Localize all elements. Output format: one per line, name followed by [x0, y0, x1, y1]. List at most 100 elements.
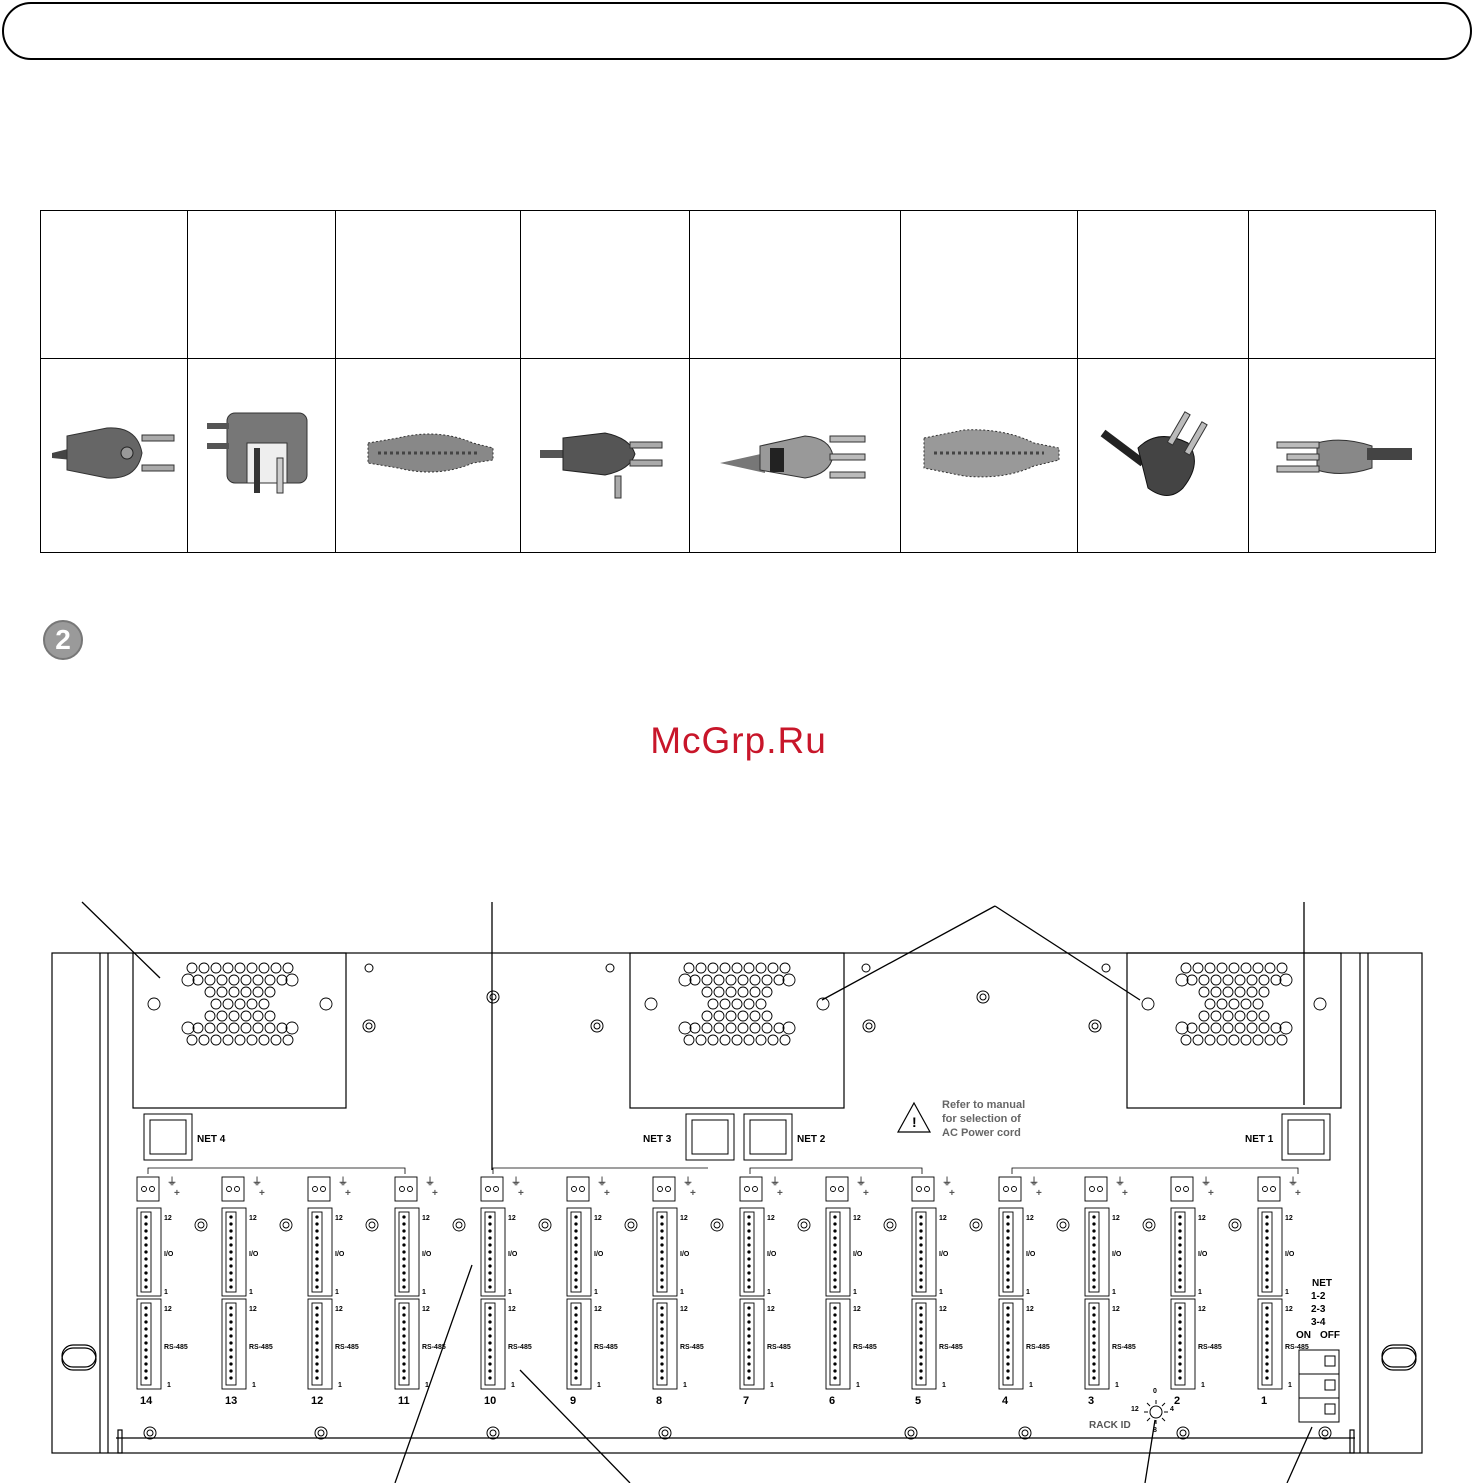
plus-symbol: + [432, 1188, 438, 1199]
pin-label-12: 12 [680, 1306, 688, 1313]
slot-number: 1 [1261, 1395, 1267, 1407]
io-card-column [221, 1176, 293, 1390]
pin-label-1: 1 [1288, 1382, 1292, 1389]
net-switch-title: NET [1312, 1278, 1332, 1289]
pin-label-12: 12 [594, 1306, 602, 1313]
ground-symbol: ⏚ [167, 1176, 177, 1188]
rs485-label: RS-485 [164, 1344, 188, 1351]
svg-text:!: ! [912, 1114, 917, 1130]
io-label: I/O [680, 1251, 690, 1258]
slot-number: 6 [829, 1395, 835, 1407]
net1-label: NET 1 [1245, 1134, 1274, 1145]
slot-number: 4 [1002, 1395, 1009, 1407]
rack-id-dial [1144, 1400, 1168, 1424]
rj45-ports [143, 1113, 1331, 1161]
table-header-cell [689, 210, 901, 359]
pin-label-1: 1 [252, 1382, 256, 1389]
io-label: I/O [1026, 1251, 1036, 1258]
io-label: I/O [508, 1251, 518, 1258]
pin-label-1: 1 [1198, 1289, 1202, 1296]
plus-symbol: + [174, 1188, 180, 1199]
pin-label-12: 12 [767, 1215, 775, 1222]
slot-number: 12 [311, 1395, 323, 1407]
india-plug-icon [720, 435, 866, 479]
israel-plug-icon [540, 432, 663, 499]
fan-grilles [147, 962, 1327, 1046]
pin-label-12: 12 [1198, 1215, 1206, 1222]
pin-label-1: 1 [249, 1289, 253, 1296]
pin-label-12: 12 [422, 1306, 430, 1313]
pin-label-12: 12 [1198, 1306, 1206, 1313]
pin-label-12: 12 [1112, 1306, 1120, 1313]
io-card-column [998, 1176, 1070, 1390]
ground-symbol: ⏚ [1288, 1176, 1298, 1188]
ground-symbol: ⏚ [597, 1176, 607, 1188]
plus-symbol: + [1122, 1188, 1128, 1199]
pin-label-1: 1 [594, 1289, 598, 1296]
io-card-column [1170, 1176, 1242, 1390]
pin-label-1: 1 [767, 1289, 771, 1296]
pin-label-12: 12 [853, 1306, 861, 1313]
io-card-column [825, 1176, 897, 1390]
net-switch-row-1: 1-2 [1311, 1291, 1326, 1302]
denmark-plug-icon [1276, 439, 1412, 474]
pin-label-12: 12 [939, 1215, 947, 1222]
slot-number: 9 [570, 1395, 576, 1407]
pin-label-1: 1 [856, 1382, 860, 1389]
plus-symbol: + [863, 1188, 869, 1199]
pin-label-1: 1 [942, 1382, 946, 1389]
rack-dial-8: 8 [1153, 1427, 1157, 1434]
callout-lines [81, 901, 1313, 1483]
rs485-label: RS-485 [1112, 1344, 1136, 1351]
io-label: I/O [1285, 1251, 1295, 1258]
pin-label-1: 1 [167, 1382, 171, 1389]
pin-label-12: 12 [1026, 1306, 1034, 1313]
pin-label-1: 1 [770, 1382, 774, 1389]
watermark: McGrp.Ru [650, 720, 827, 761]
pin-label-1: 1 [597, 1382, 601, 1389]
pin-label-12: 12 [335, 1306, 343, 1313]
pin-label-12: 12 [767, 1306, 775, 1313]
net-switch-row-2: 2-3 [1311, 1304, 1326, 1315]
warning-line-2: for selection of [942, 1113, 1021, 1125]
pin-label-1: 1 [1112, 1289, 1116, 1296]
pin-label-1: 1 [939, 1289, 943, 1296]
pin-label-12: 12 [1112, 1215, 1120, 1222]
pin-label-1: 1 [853, 1289, 857, 1296]
pin-label-1: 1 [425, 1382, 429, 1389]
io-card-column [1257, 1176, 1283, 1390]
net-switch-off: OFF [1320, 1330, 1340, 1341]
slot-number: 14 [140, 1395, 153, 1407]
rs485-label: RS-485 [1198, 1344, 1222, 1351]
plus-symbol: + [345, 1188, 351, 1199]
rs485-label: RS-485 [249, 1344, 273, 1351]
ground-symbol: ⏚ [338, 1176, 348, 1188]
plus-symbol: + [690, 1188, 696, 1199]
plus-symbol: + [777, 1188, 783, 1199]
io-card-column [136, 1176, 208, 1390]
io-card-column [1084, 1176, 1156, 1390]
pin-label-12: 12 [249, 1306, 257, 1313]
slot-number: 8 [656, 1395, 662, 1407]
pin-label-1: 1 [511, 1382, 515, 1389]
slot-number: 5 [915, 1395, 921, 1407]
plus-symbol: + [259, 1188, 265, 1199]
rs485-label: RS-485 [767, 1344, 791, 1351]
plus-symbol: + [1208, 1188, 1214, 1199]
rs485-label: RS-485 [335, 1344, 359, 1351]
io-card-column [394, 1176, 466, 1390]
pin-label-1: 1 [1026, 1289, 1030, 1296]
plug-icon [923, 429, 1060, 478]
ground-symbol: ⏚ [856, 1176, 866, 1188]
pin-label-12: 12 [164, 1215, 172, 1222]
pin-label-1: 1 [1285, 1289, 1289, 1296]
net3-label: NET 3 [643, 1134, 672, 1145]
rs485-label: RS-485 [1026, 1344, 1050, 1351]
rack-dial-4: 4 [1170, 1406, 1174, 1413]
table-header-cell [1077, 210, 1249, 359]
pin-label-1: 1 [1115, 1382, 1119, 1389]
io-label: I/O [594, 1251, 604, 1258]
table-header-cell [187, 210, 336, 359]
rack-id-label: RACK ID [1089, 1420, 1131, 1431]
slot-number: 3 [1088, 1395, 1094, 1407]
